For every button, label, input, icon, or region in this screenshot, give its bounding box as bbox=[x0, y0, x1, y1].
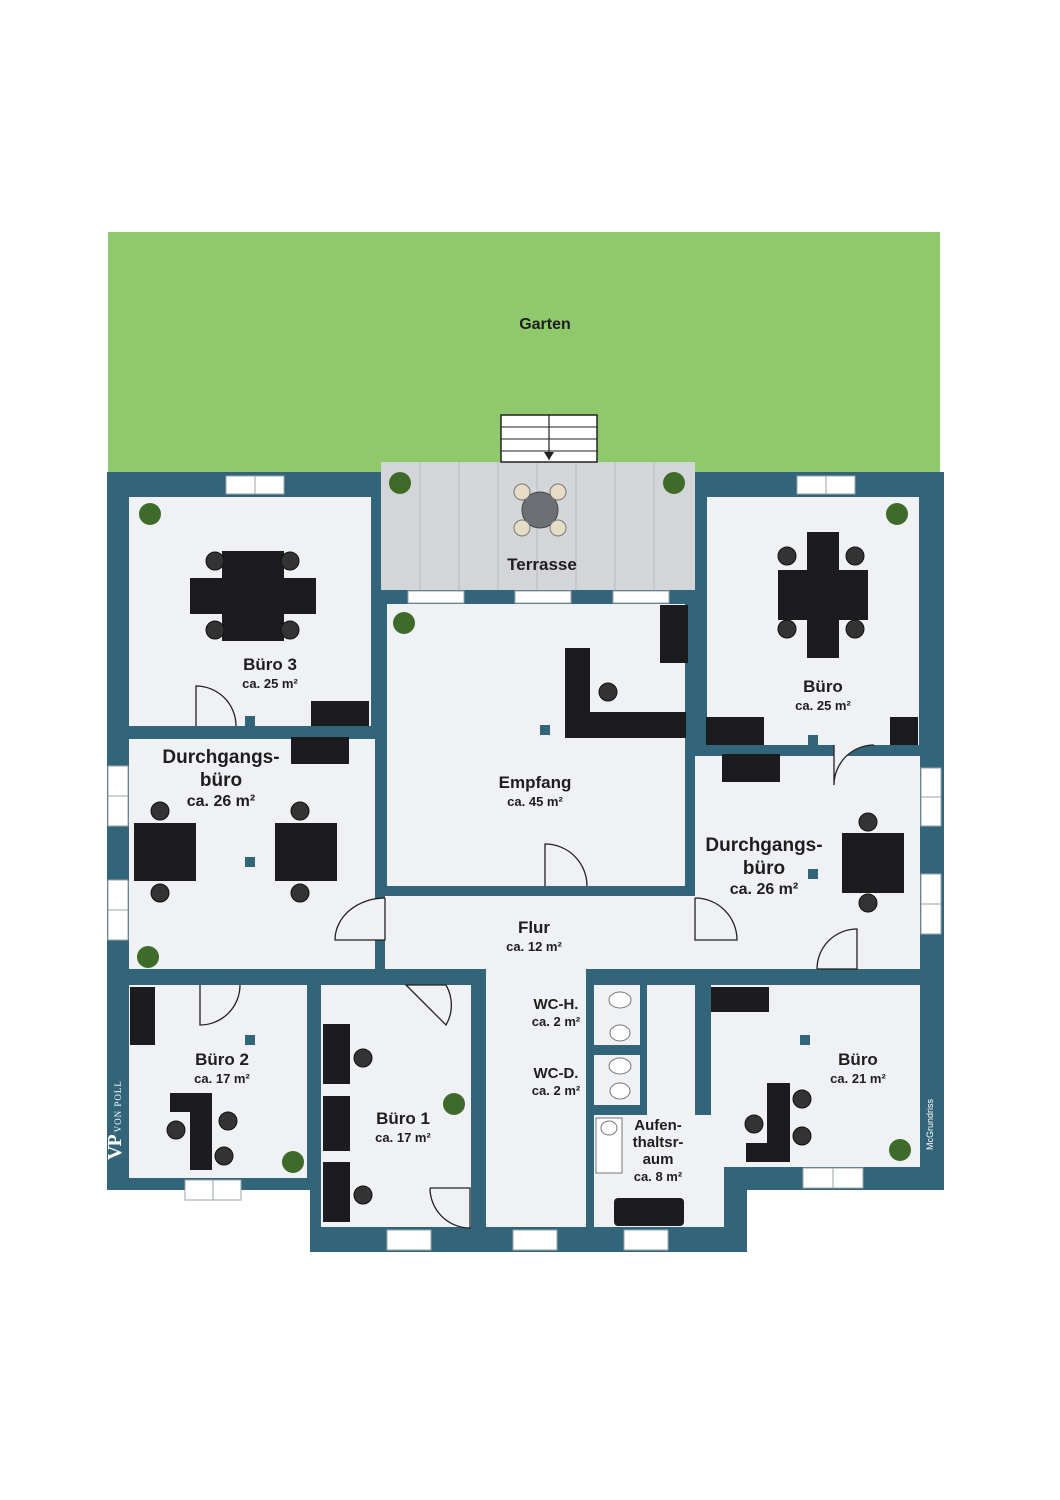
windows bbox=[107, 475, 942, 1251]
terrace-boards bbox=[419, 462, 655, 590]
room-wc-h: WC-H. ca. 2 m² bbox=[532, 996, 580, 1031]
room-buero3-name: Büro 3 bbox=[243, 655, 297, 674]
room-aufenthaltsraum: Aufen- thaltsr- aum ca. 8 m² bbox=[633, 1117, 684, 1186]
room-terrasse-name: Terrasse bbox=[507, 555, 577, 574]
room-buero1: Büro 1 ca. 17 m² bbox=[375, 1109, 431, 1147]
sanitary-fixtures bbox=[595, 991, 632, 1174]
room-buero-top-right: Büro ca. 25 m² bbox=[795, 677, 851, 715]
room-empfang: Empfang ca. 45 m² bbox=[499, 773, 572, 811]
room-durchgang-left-name2: büro bbox=[199, 770, 243, 791]
room-flur-area: ca. 12 m² bbox=[506, 939, 562, 954]
wall-notch-right bbox=[747, 1190, 944, 1262]
room-buero-bottom-right-name: Büro bbox=[838, 1050, 878, 1069]
doors bbox=[195, 685, 875, 1229]
terrace-table bbox=[513, 483, 567, 537]
room-terrasse: Terrasse bbox=[507, 555, 577, 575]
room-wc-h-name: WC-H. bbox=[533, 996, 579, 1013]
room-wc-d-area: ca. 2 m² bbox=[531, 1083, 581, 1098]
von-poll-logo: VP VON POLL bbox=[104, 1080, 127, 1160]
room-buero1-area: ca. 17 m² bbox=[375, 1130, 431, 1145]
chairs bbox=[150, 546, 878, 1205]
room-durchgang-right: Durchgangs- büro ca. 26 m² bbox=[705, 834, 822, 900]
plants bbox=[137, 472, 911, 1173]
room-buero-top-right-name: Büro bbox=[803, 677, 843, 696]
room-durchgang-right-name1: Durchgangs- bbox=[705, 835, 823, 856]
room-empfang-area: ca. 45 m² bbox=[507, 794, 563, 809]
room-buero3: Büro 3 ca. 25 m² bbox=[242, 655, 298, 693]
room-buero3-area: ca. 25 m² bbox=[242, 676, 298, 691]
room-durchgang-left-name1: Durchgangs- bbox=[162, 747, 280, 768]
room-buero-top-right-area: ca. 25 m² bbox=[795, 698, 851, 713]
room-buero1-name: Büro 1 bbox=[376, 1109, 430, 1128]
room-durchgang-left: Durchgangs- büro ca. 26 m² bbox=[162, 746, 279, 812]
room-empfang-name: Empfang bbox=[498, 773, 572, 792]
markers bbox=[245, 716, 818, 1045]
logo-text: VON POLL bbox=[113, 1080, 123, 1133]
garden-stairs bbox=[500, 414, 598, 463]
room-buero2: Büro 2 ca. 17 m² bbox=[194, 1050, 250, 1088]
room-flur: Flur ca. 12 m² bbox=[506, 918, 562, 956]
room-durchgang-left-area: ca. 26 m² bbox=[186, 793, 256, 810]
room-buero-bottom-right: Büro ca. 21 m² bbox=[830, 1050, 886, 1088]
room-durchgang-right-area: ca. 26 m² bbox=[729, 881, 799, 898]
room-buero2-name: Büro 2 bbox=[195, 1050, 249, 1069]
garden-label: Garten bbox=[519, 316, 571, 333]
room-wc-d: WC-D. ca. 2 m² bbox=[532, 1065, 580, 1100]
room-aufent-area: ca. 8 m² bbox=[633, 1169, 683, 1184]
room-durchgang-right-name2: büro bbox=[742, 858, 786, 879]
room-wc-d-name: WC-D. bbox=[533, 1065, 579, 1082]
room-buero2-area: ca. 17 m² bbox=[194, 1071, 250, 1086]
room-buero-bottom-right-area: ca. 21 m² bbox=[830, 1071, 886, 1086]
plan-credit: McGrundriss bbox=[925, 1098, 935, 1150]
room-aufent-name2: thaltsr- bbox=[632, 1134, 684, 1151]
logo-mark: VP bbox=[104, 1135, 126, 1160]
room-flur-name: Flur bbox=[517, 918, 551, 937]
room-aufent-name1: Aufen- bbox=[634, 1117, 682, 1134]
room-wc-h-area: ca. 2 m² bbox=[531, 1014, 581, 1029]
wall-notch-left bbox=[107, 1202, 310, 1262]
room-aufent-name3: aum bbox=[642, 1151, 674, 1168]
desks bbox=[130, 532, 918, 1226]
